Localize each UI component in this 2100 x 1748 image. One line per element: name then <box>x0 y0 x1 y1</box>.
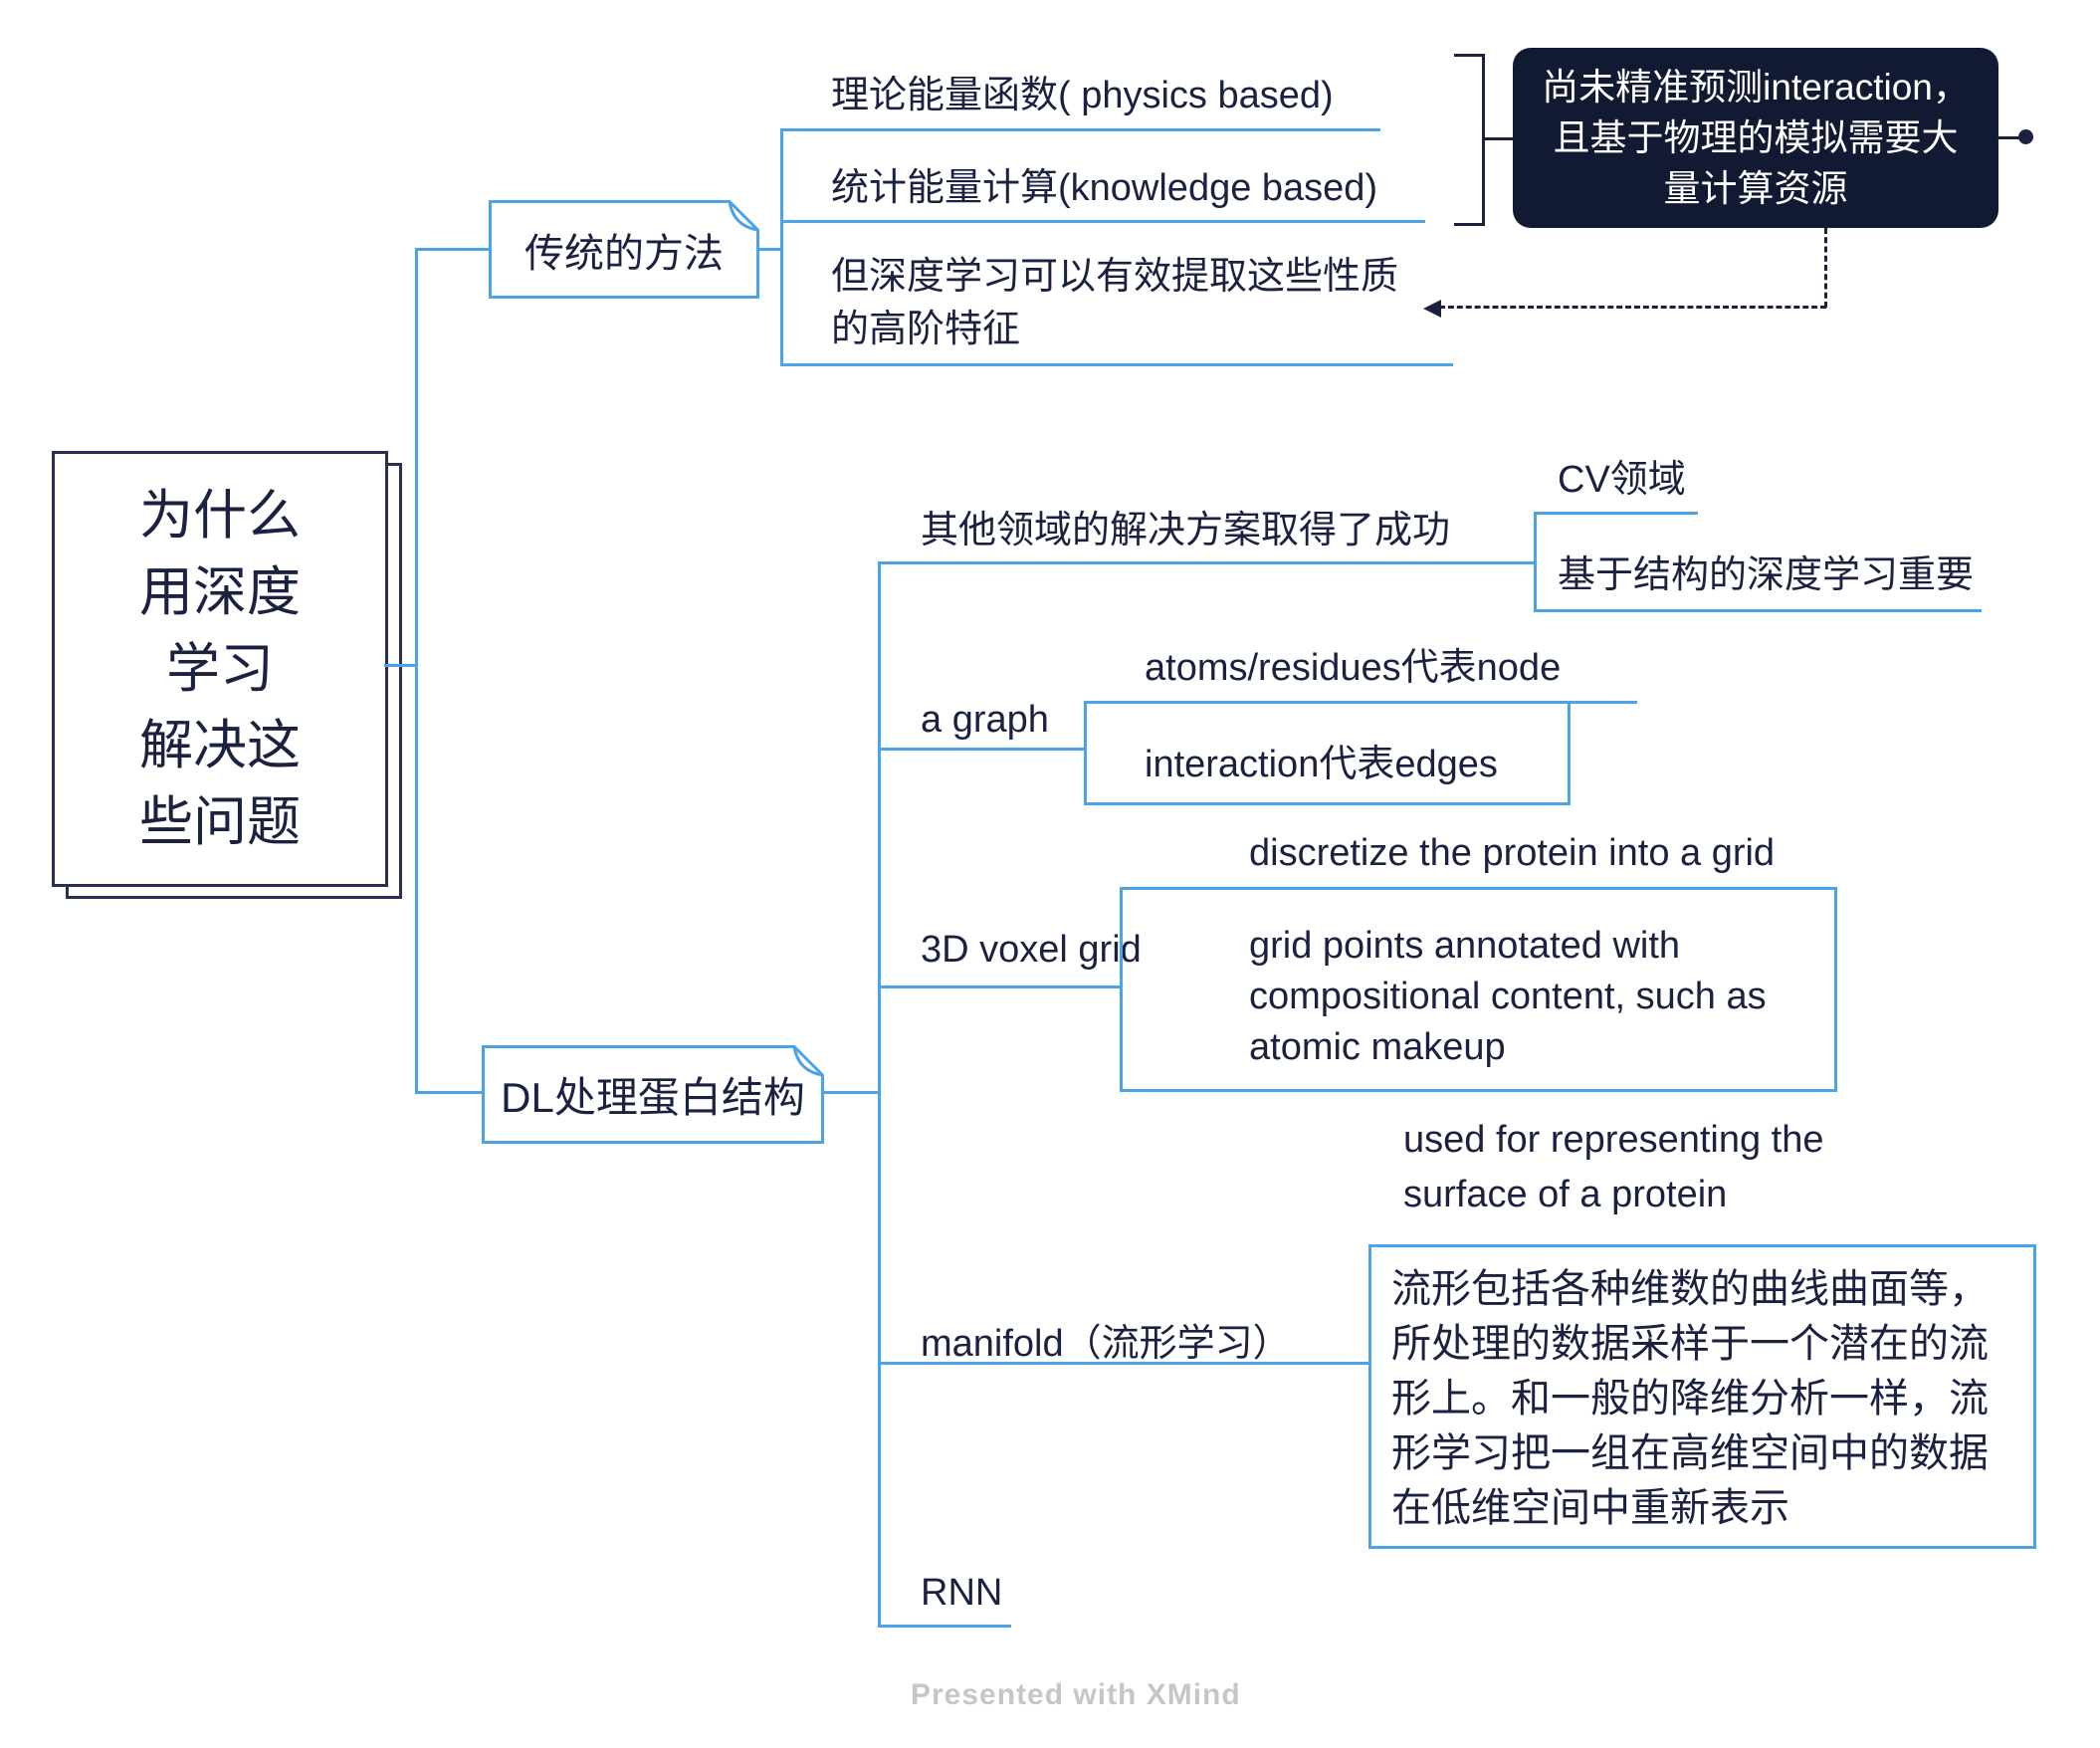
underline-a-graph <box>878 748 1086 751</box>
topic-other-domains[interactable]: 其他领域的解决方案取得了成功 <box>921 510 1451 551</box>
connector-traditional-out <box>757 248 783 251</box>
connector-to-traditional <box>415 248 493 251</box>
topic-atoms-residues[interactable]: atoms/residues代表node <box>1145 647 1562 689</box>
topic-discretize[interactable]: discretize the protein into a grid <box>1249 832 1776 874</box>
underline-statistical-energy <box>780 220 1425 223</box>
connector-other-domains-spine <box>1534 512 1537 612</box>
underline-theory-energy <box>780 128 1380 131</box>
callout-right-connector <box>1996 136 2020 139</box>
topic-deep-feature[interactable]: 但深度学习可以有效提取这些性质 的高阶特征 <box>831 256 1399 350</box>
connector-dl-out <box>822 1091 881 1094</box>
callout-endpoint-dot <box>2018 129 2033 144</box>
underline-voxel-grid <box>878 985 1122 988</box>
underline-rnn <box>878 1625 1011 1628</box>
topic-grid-points[interactable]: grid points annotated with compositional… <box>1249 925 1767 1068</box>
summary-bracket-middle-tick <box>1482 137 1515 140</box>
connector-dl-spine <box>878 561 881 1628</box>
underline-manifold <box>878 1362 1370 1365</box>
traditional-topic[interactable]: 传统的方法 <box>525 231 724 276</box>
underline-cv <box>1534 512 1698 515</box>
box-grid-points <box>1120 887 1837 1092</box>
dashed-arrow-horizontal <box>1439 306 1826 309</box>
topic-cv[interactable]: CV领域 <box>1558 459 1686 501</box>
dashed-arrowhead-icon <box>1423 300 1441 318</box>
box-interaction-edges <box>1084 701 1571 805</box>
box-manifold-definition <box>1368 1244 2036 1549</box>
connector-root-trunk <box>384 664 416 667</box>
callout-topic[interactable]: 尚未精准预测interaction， 且基于物理的模拟需要大 量计算资源 <box>1513 48 1998 228</box>
dl-topic[interactable]: DL处理蛋白结构 <box>501 1074 805 1121</box>
dl-topic-border <box>482 1045 824 1144</box>
topic-theory-energy[interactable]: 理论能量函数( physics based) <box>831 75 1334 116</box>
dashed-arrow-vertical <box>1824 228 1827 308</box>
topic-structure-dl[interactable]: 基于结构的深度学习重要 <box>1558 554 1975 596</box>
topic-a-graph[interactable]: a graph <box>921 699 1049 741</box>
topic-statistical-energy[interactable]: 统计能量计算(knowledge based) <box>831 167 1378 209</box>
topic-manifold[interactable]: manifold（流形学习） <box>921 1323 1291 1365</box>
connector-main-spine <box>415 248 418 1094</box>
underline-structure-dl <box>1534 609 1982 612</box>
topic-interaction-edges[interactable]: interaction代表edges <box>1145 744 1498 785</box>
traditional-topic-border <box>489 200 759 299</box>
topic-manifold-definition[interactable]: 流形包括各种维数的曲线曲面等， 所处理的数据采样于一个潜在的流 形上。和一般的降… <box>1391 1267 1989 1530</box>
underline-other-domains <box>878 561 1537 564</box>
topic-rnn[interactable]: RNN <box>921 1572 1003 1614</box>
summary-bracket-top-tick <box>1454 54 1485 57</box>
underline-deep-feature <box>780 363 1453 366</box>
topic-manifold-surface[interactable]: used for representing the surface of a p… <box>1403 1119 1824 1215</box>
root-topic[interactable]: 为什么 用深度 学习 解决这 些问题 <box>52 451 388 887</box>
summary-bracket-bottom-tick <box>1454 223 1485 226</box>
topic-voxel-grid[interactable]: 3D voxel grid <box>921 929 1142 971</box>
xmind-watermark: Presented with XMind <box>911 1678 1241 1711</box>
connector-traditional-spine <box>780 128 783 365</box>
connector-to-dl <box>415 1091 485 1094</box>
